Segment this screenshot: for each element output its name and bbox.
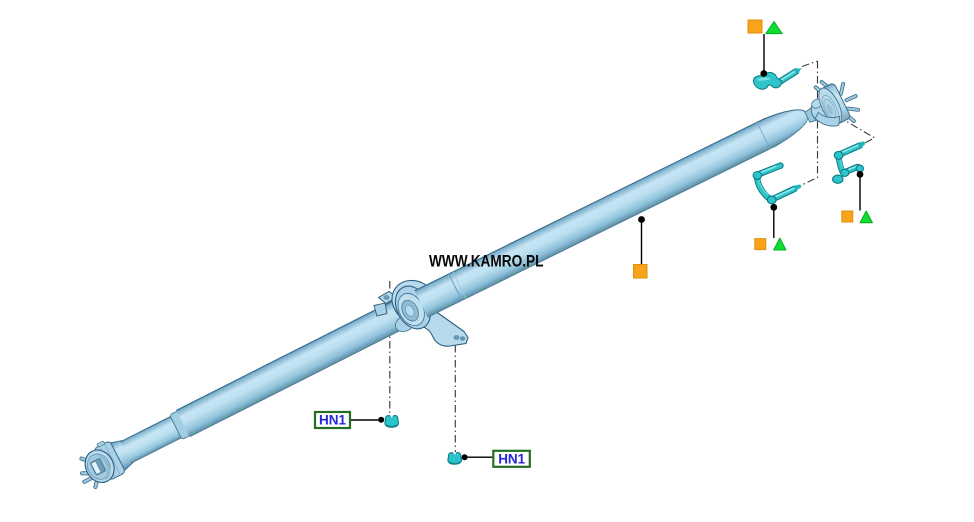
svg-text:HN1: HN1 (319, 413, 346, 428)
svg-text:HN1: HN1 (498, 452, 525, 467)
svg-text:WWW.KAMRO.PL: WWW.KAMRO.PL (429, 252, 544, 271)
